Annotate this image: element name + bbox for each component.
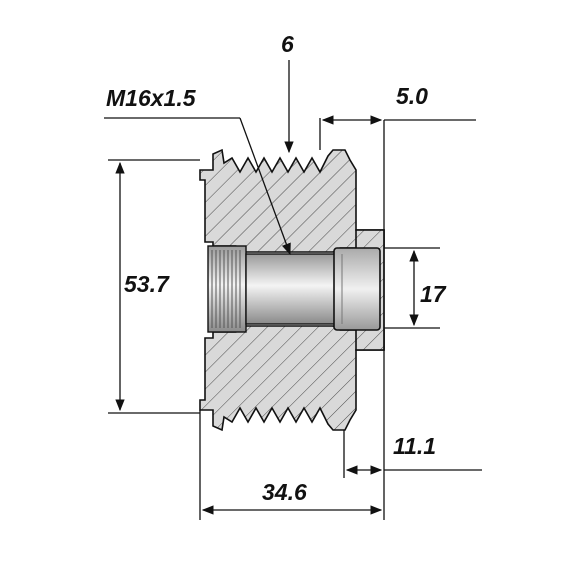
rear-offset-label: 11.1 — [393, 433, 436, 459]
spline-lines — [211, 250, 241, 328]
pulley-body — [199, 148, 385, 432]
threaded-bore — [245, 253, 337, 325]
bore-collar — [333, 247, 381, 331]
front-offset-label: 5.0 — [396, 83, 428, 109]
groove-count-label: 6 — [281, 31, 294, 57]
thread-label: M16x1.5 — [106, 85, 197, 111]
bore-diameter-label: 17 — [420, 281, 447, 307]
overall-length-label: 34.6 — [262, 479, 307, 505]
dimension-lines — [104, 60, 482, 520]
outer-diameter-label: 53.7 — [124, 271, 170, 297]
